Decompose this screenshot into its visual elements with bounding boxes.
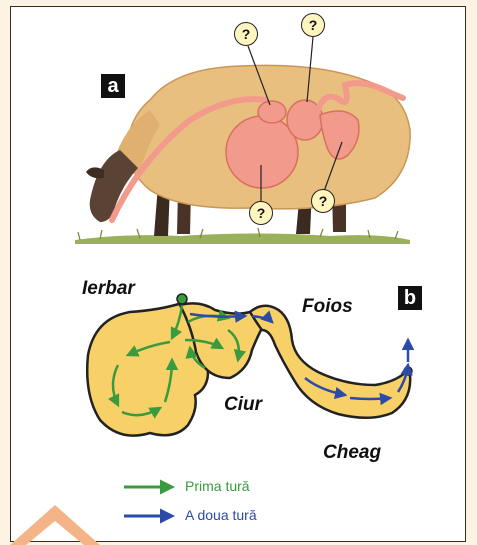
question-marker-reticulum: ? xyxy=(234,22,258,46)
corner-chevron xyxy=(10,505,100,545)
panel-a-label: a xyxy=(101,74,125,98)
question-marker-rumen: ? xyxy=(249,201,273,225)
organ-label-omasum: Foios xyxy=(302,296,353,318)
legend-first-pass-label: Prima tură xyxy=(185,478,250,494)
legend-second-pass-label: A doua tură xyxy=(185,507,257,523)
sheep-illustration xyxy=(75,37,410,244)
question-marker-abomasum: ? xyxy=(311,189,335,213)
panel-b-label: b xyxy=(398,286,422,310)
question-marker-omasum: ? xyxy=(301,13,325,37)
organ-label-abomasum: Cheag xyxy=(323,442,381,464)
organ-label-rumen: Ierbar xyxy=(82,278,135,300)
organ-label-reticulum: Ciur xyxy=(224,394,262,416)
